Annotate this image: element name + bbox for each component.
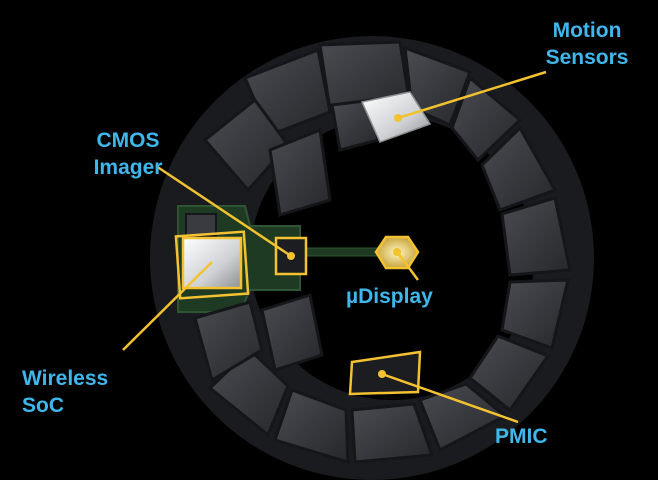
label-cmos-line1: CMOS [96, 129, 160, 152]
wireless-soc-outline [174, 230, 250, 300]
callout-pmic [381, 372, 519, 424]
label-cmos-line2: Imager [93, 155, 163, 179]
ring-tiles [193, 40, 572, 465]
label-pmic: PMIC [495, 425, 548, 448]
callout-motion [397, 70, 547, 120]
label-cmos-imager: CMOS Imager [78, 128, 178, 182]
label-motion-sensors: Motion Sensors [532, 18, 642, 72]
label-motion-line2: Sensors [545, 45, 629, 69]
label-motion-line1: Motion [552, 19, 622, 42]
label-wireless-line2: SoC [22, 393, 64, 417]
label-udisplay: µDisplay [346, 285, 433, 308]
pcb-component [185, 213, 217, 237]
label-wireless-soc: Wireless SoC [22, 366, 108, 420]
callout-cmos [155, 164, 292, 258]
callout-udisplay [396, 252, 420, 281]
label-wireless-line1: Wireless [22, 367, 109, 390]
callout-lines [122, 70, 547, 424]
callout-wireless [122, 261, 213, 351]
